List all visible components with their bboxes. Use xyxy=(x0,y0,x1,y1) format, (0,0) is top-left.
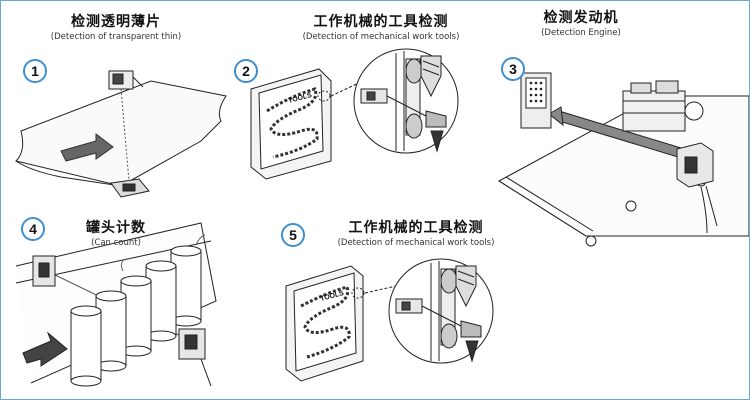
sensor-5 xyxy=(395,298,482,338)
transparent-sheet xyxy=(15,80,227,187)
caption-title-zh: 罐头计数 xyxy=(86,220,146,236)
caption-title-zh: 工作机械的工具检测 xyxy=(313,14,449,30)
panel-1-scene xyxy=(15,70,227,198)
caption-title-en: (Detection of mechanical work tools) xyxy=(337,238,495,248)
caption-title-en: (Detection of mechanical work tools) xyxy=(302,32,460,42)
sensor-2 xyxy=(360,88,447,128)
panel-number-badge-4: 4 xyxy=(21,217,45,241)
caption-title-zh: 检测发动机 xyxy=(543,10,619,26)
panel-3-scene xyxy=(498,72,749,247)
panel-5-scene: TOOLS xyxy=(285,258,494,382)
panel-number-badge-2: 2 xyxy=(234,59,258,83)
caption-title-zh: 工作机械的工具检测 xyxy=(348,220,484,236)
can-5 xyxy=(70,305,102,387)
sensor-3 xyxy=(676,142,718,234)
caption-panel-1: 检测透明薄片 (Detection of transparent thin) xyxy=(36,11,196,42)
display-panel-3 xyxy=(520,72,552,129)
caption-title-zh: 检测透明薄片 xyxy=(71,14,161,30)
sensor-receiver-4 xyxy=(178,328,212,387)
caption-title-en: (Detection Engine) xyxy=(541,28,621,38)
caption-panel-3: 检测发动机 (Detection Engine) xyxy=(521,7,641,38)
can-group-4 xyxy=(70,245,202,387)
direction-arrow-4 xyxy=(22,331,68,367)
sheet-fold xyxy=(15,160,122,187)
caption-title-en: (Detection of transparent thin) xyxy=(50,32,182,42)
sensor-emitter-4 xyxy=(32,255,56,287)
tool-serpentine-5 xyxy=(300,285,351,359)
caption-title-en: (Can count) xyxy=(91,238,141,248)
detection-beam-1 xyxy=(120,88,130,182)
drill-bit-lower-5 xyxy=(465,340,479,363)
drill-bit-lower-2 xyxy=(430,130,444,153)
sensor-receiver-1 xyxy=(110,178,150,198)
caption-panel-4: 罐头计数 (Can count) xyxy=(61,217,171,248)
caption-panel-5: 工作机械的工具检测 (Detection of mechanical work … xyxy=(306,217,526,248)
tool-serpentine-2 xyxy=(266,87,319,159)
caption-panel-2: 工作机械的工具检测 (Detection of mechanical work … xyxy=(271,11,491,42)
panel-number-badge-3: 3 xyxy=(501,57,525,81)
panel-4-scene xyxy=(15,222,217,387)
engine-3 xyxy=(622,80,704,132)
panel-number-badge-5: 5 xyxy=(281,223,305,247)
direction-arrow-1 xyxy=(60,132,114,162)
panel-number-badge-1: 1 xyxy=(23,59,47,83)
panel-2-scene: TOOLS xyxy=(250,48,459,180)
